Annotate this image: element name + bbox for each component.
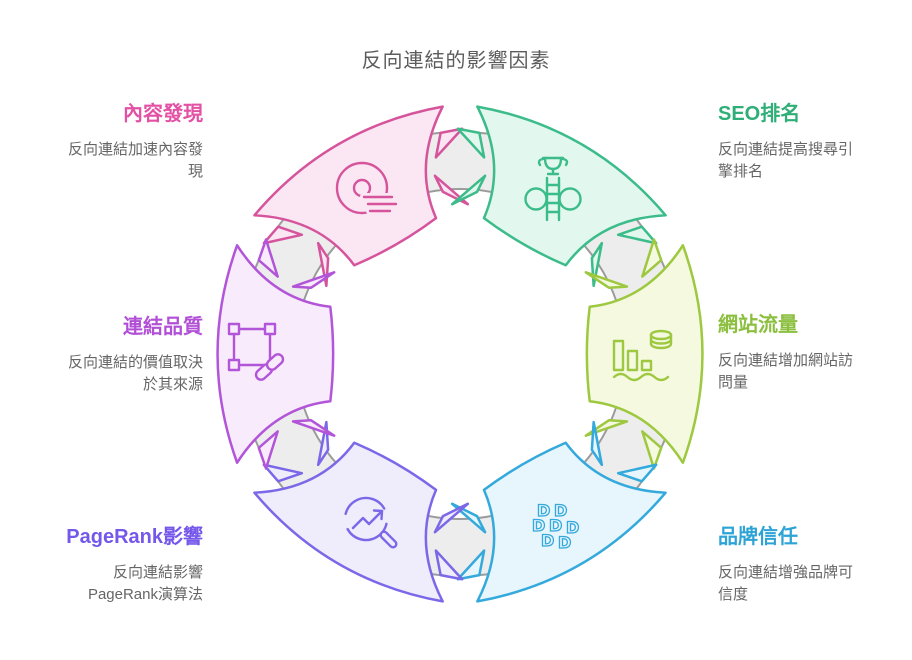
segment-description: 反向連結影響 PageRank演算法: [87, 564, 203, 603]
svg-text:D: D: [537, 501, 550, 520]
segment-heading: 連結品質: [123, 316, 203, 338]
svg-text:D: D: [554, 501, 567, 520]
label-content-discovery: 內容發現 反向連結加速內容發 現: [41, 101, 203, 183]
segment-description: 反向連結加速內容發 現: [67, 141, 203, 180]
segment-description: 反向連結增強品牌可 信度: [718, 564, 854, 603]
svg-text:D: D: [558, 533, 571, 552]
segment-heading: 內容發現: [123, 103, 203, 125]
letter-d-cluster-icon: D D D D D D D: [531, 500, 580, 552]
label-seo-ranking: SEO排名 反向連結提高搜尋引 擎排名: [718, 101, 880, 183]
segment-description: 反向連結增加網站訪 問量: [718, 352, 854, 391]
svg-text:D: D: [549, 516, 562, 535]
segment-heading: SEO排名: [718, 103, 801, 125]
disc-speed-lines-icon: [335, 161, 400, 215]
selection-frame-link-icon: [227, 322, 285, 381]
label-website-traffic: 網站流量 反向連結增加網站訪 問量: [718, 312, 880, 394]
label-link-quality: 連結品質 反向連結的價值取決 於其來源: [41, 314, 203, 396]
segment-heading: PageRank影響: [66, 526, 203, 548]
page-title: 反向連結的影響因素: [361, 50, 551, 72]
bar-chart-coins-icon: [612, 329, 673, 382]
trophy-ladder-cloud-icon: [524, 156, 582, 222]
svg-text:D: D: [532, 516, 545, 535]
svg-text:D: D: [566, 518, 579, 537]
svg-text:D: D: [541, 531, 554, 550]
label-brand-trust: 品牌信任 反向連結增強品牌可 信度: [718, 524, 880, 606]
label-pagerank-influence: PageRank影響 反向連結影響 PageRank演算法: [41, 524, 203, 606]
segment-heading: 網站流量: [718, 314, 798, 336]
segment-heading: 品牌信任: [718, 526, 798, 548]
segment-description: 反向連結的價值取決 於其來源: [67, 354, 203, 393]
segment-description: 反向連結提高搜尋引 擎排名: [718, 141, 854, 180]
search-trend-arrow-icon: [343, 496, 398, 549]
